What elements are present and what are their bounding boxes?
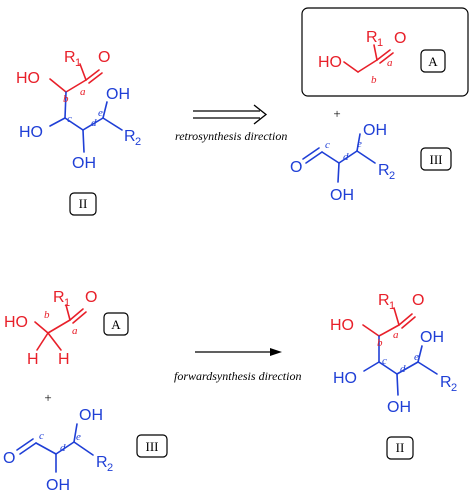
bond-label-b: b [44,309,50,321]
forward-synthesis-label: forwardsynthesis direction [174,369,301,383]
retrosynthesis-label: retrosynthesis direction [175,129,287,143]
label-III: III [146,439,159,454]
compound-II-top: HO R 1 O b a OH HO OH R 2 c d e II [16,49,141,216]
atom-HO: HO [4,314,28,331]
label-box-III [420,147,452,171]
atom-OH: OH [387,399,411,416]
atom-OH: OH [72,155,96,172]
bond-label-d: d [400,363,406,375]
bond-label-b: b [377,337,383,349]
atom-OH: OH [330,187,354,204]
atom-HO: HO [318,54,342,71]
bond-label-c: c [67,113,72,125]
atom-OH: OH [363,122,387,139]
bond-label-b: b [63,93,69,105]
atom-R-sub: 2 [135,136,141,148]
atom-R: R [124,128,136,145]
label-box-II [386,436,414,460]
bond-label-d: d [343,151,349,163]
label-box-III [136,434,168,458]
atom-R-sub: 1 [75,57,81,69]
atom-HO: HO [16,70,40,87]
atom-H: H [58,351,70,368]
bond-label-c: c [325,139,330,151]
compound-A-boxed: HO R 1 O b a A [301,7,469,97]
atom-R: R [96,454,108,471]
bond-label-e: e [76,431,81,443]
label-box-II [69,192,97,216]
label-II: II [396,440,405,455]
atom-R-sub: 1 [389,300,395,312]
atom-OH: OH [106,86,130,103]
atom-O: O [394,30,406,47]
atom-R: R [53,289,65,306]
atom-R: R [378,162,390,179]
forward-synthesis-arrow: forwardsynthesis direction [174,348,301,383]
bond-label-d: d [60,442,66,454]
compound-II-bottom: HO R 1 O b a OH HO OH R 2 c d e II [330,292,457,460]
label-box-A [420,49,446,73]
atom-O: O [412,292,424,309]
atom-H: H [27,351,39,368]
compound-III-bottom: O OH OH R 2 c d e III [3,407,168,494]
bond-label-d: d [91,117,97,129]
atom-O: O [85,289,97,306]
bond-label-e: e [357,138,362,150]
atom-O: O [3,450,15,467]
plus-sign: + [44,390,51,405]
atom-R-sub: 1 [377,37,383,49]
bond-label-b: b [371,74,377,86]
bond-label-a: a [387,57,393,69]
bond-label-a: a [80,86,86,98]
atom-R-sub: 2 [107,462,113,474]
atom-HO: HO [330,317,354,334]
bond-label-c: c [39,430,44,442]
atom-R-sub: 2 [389,170,395,182]
bond-label-a: a [393,329,399,341]
highlight-box [301,7,469,97]
atom-R-sub: 1 [64,297,70,309]
atom-R: R [64,49,76,66]
atom-R: R [440,374,452,391]
bond-label-e: e [98,107,103,119]
plus-sign: + [333,106,340,121]
atom-R-sub: 2 [451,382,457,394]
bond-label-a: a [72,325,78,337]
atom-O: O [98,49,110,66]
atom-HO: HO [333,370,357,387]
atom-OH: OH [420,329,444,346]
atom-R: R [378,292,390,309]
label-A: A [428,54,438,69]
atom-OH: OH [46,477,70,494]
bond-label-e: e [414,351,419,363]
label-II: II [79,196,88,211]
atom-OH: OH [79,407,103,424]
compound-A-bottom: HO R 1 O H H b a A [4,289,129,368]
retrosynthesis-arrow: retrosynthesis direction [175,104,287,143]
compound-III-top: O OH OH R 2 c d e III [290,122,452,204]
label-III: III [430,152,443,167]
atom-R: R [366,29,378,46]
label-A: A [111,317,121,332]
atom-HO: HO [19,124,43,141]
label-box-A [103,312,129,336]
bond-label-c: c [382,355,387,367]
atom-O: O [290,159,302,176]
